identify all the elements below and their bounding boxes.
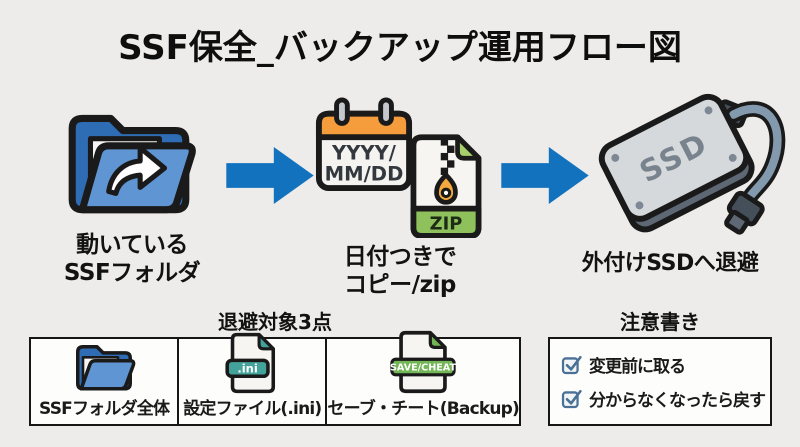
target-label: 設定ファイル(.ini) [183, 399, 322, 419]
target-label: SSFフォルダ全体 [39, 399, 170, 419]
zipper-tooth [440, 152, 449, 161]
zip-fold-shape [455, 134, 481, 161]
ssd-body: SSD [598, 93, 755, 233]
step-label-line: SSFフォルダ [63, 260, 201, 287]
targets-box: SSFフォルダ全体 .ini 設定ファイル(.ini) SAVE/CHEAT [29, 330, 521, 426]
notes-heading: 注意書き [620, 310, 700, 334]
save-badge-shape [390, 357, 456, 377]
note-label: 分からなくなったら戻す [589, 391, 766, 411]
zipper-tooth [447, 160, 455, 168]
calendar-icon: YYYY/ MM/DD [315, 97, 413, 192]
running-folder-icon [68, 114, 196, 214]
flow-arrow-icon [501, 147, 589, 204]
calendar-pin [378, 97, 394, 126]
usb-cable [729, 104, 782, 210]
zipper-tooth [447, 145, 455, 153]
targets-heading: 退避対象3点 [218, 310, 332, 334]
ini-badge-text: .ini [238, 362, 258, 376]
ssd-screw [704, 106, 713, 115]
zip-band-shape [410, 205, 482, 238]
ssd-screw [611, 153, 620, 162]
folder-front-shape [79, 359, 136, 391]
usb-connector [724, 190, 765, 235]
ssd-top-shape [598, 93, 750, 222]
note-item: 分からなくなったら戻す [561, 386, 770, 411]
flow-arrow-icon [226, 147, 314, 204]
step-label-running-folder: 動いている SSFフォルダ [28, 231, 236, 287]
ssf-folder-icon [76, 345, 136, 391]
step-label-external-ssd: 外付けSSDへ退避 [555, 251, 785, 278]
zipper-tooth [440, 167, 449, 175]
step-label-line: 日付つきで [343, 244, 457, 270]
file-fold-shape [257, 333, 276, 351]
target-label: セーブ・チート(Backup) [327, 399, 520, 419]
share-arrow-glyph [106, 145, 168, 196]
step-label-line: 動いている [76, 232, 188, 258]
calendar-date-line2: MM/DD [325, 162, 404, 185]
step-label-line: コピー/zip [344, 272, 456, 299]
save-badge-text: SAVE/CHEAT [390, 363, 456, 374]
file-fold-shape [428, 331, 447, 349]
checkbox-icon [561, 389, 582, 409]
arrow-shape [501, 147, 589, 204]
calendar-date-line1: YYYY/ [331, 142, 397, 165]
cell-icon-wrap: SAVE/CHEAT [389, 330, 457, 394]
ini-badge-shape [225, 358, 271, 379]
save-cheat-file-icon: SAVE/CHEAT [390, 330, 457, 394]
cell-icon-wrap: .ini [223, 332, 281, 394]
calendar-pin [334, 97, 350, 126]
zipper-pull-hole [440, 187, 452, 199]
calendar-header-shape [315, 110, 413, 141]
step-label-line: 外付けSSDへ退避 [581, 251, 759, 276]
target-cell-folder: SSFフォルダ全体 [31, 339, 177, 424]
zip-badge-text: ZIP [430, 214, 463, 235]
target-cell-save: SAVE/CHEAT セーブ・チート(Backup) [325, 330, 520, 424]
note-item: 変更前に取る [561, 352, 770, 377]
checkbox-icon [561, 355, 582, 375]
note-label: 変更前に取る [589, 357, 686, 377]
step-label-dated-copy: 日付つきで コピー/zip [298, 243, 502, 299]
ssd-screw [635, 201, 644, 210]
zipper-tooth [440, 138, 449, 146]
ini-file-icon: .ini [225, 332, 276, 394]
notes-box: 変更前に取る 分からなくなったら戻す [548, 337, 772, 426]
zip-file-icon: ZIP [410, 134, 482, 238]
arrow-shape [226, 147, 314, 204]
ssd-screw [728, 153, 737, 162]
cell-icon-wrap [65, 338, 143, 394]
external-ssd-icon: SSD [598, 93, 786, 235]
page-title: SSF保全_バックアップ運用フロー図 [118, 28, 682, 68]
target-cell-ini: .ini 設定ファイル(.ini) [177, 332, 325, 424]
